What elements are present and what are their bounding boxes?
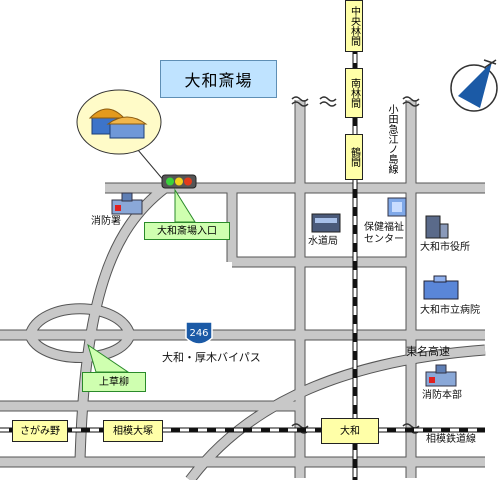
water-bureau-label: 水道局: [308, 236, 338, 247]
station-minamirinkan-label: 南林間: [348, 78, 360, 108]
route-246-badge: 246: [185, 321, 213, 345]
city-hall-icon: [425, 215, 449, 239]
bypass-label: 大和・厚木バイパス: [162, 351, 261, 364]
roads: [0, 100, 486, 480]
hospital-icon: [423, 275, 459, 300]
health-center-label-2: センター: [364, 234, 404, 245]
station-sagami-otsuka: 相模大塚: [103, 420, 163, 442]
hospital-label: 大和市立病院: [420, 305, 480, 316]
traffic-signal-icon: [161, 174, 197, 189]
fire-hq-label: 消防本部: [422, 390, 462, 401]
fire-hq-icon: [425, 364, 457, 387]
station-tsuruma-label: 鶴間: [348, 147, 360, 167]
route-number: 246: [189, 328, 208, 339]
city-hall-label: 大和市役所: [420, 242, 470, 253]
health-center-label-1: 保健福祉: [364, 222, 404, 233]
station-yamato: 大和: [321, 418, 379, 444]
crematorium-building-icon: [88, 108, 148, 139]
compass-north-icon: [450, 59, 498, 112]
health-center-icon: [387, 197, 407, 217]
fire-station-icon: [111, 192, 143, 215]
tomei-label: 東名高速: [406, 345, 450, 358]
sotetsu-line-label: 相模鉄道線: [426, 434, 476, 445]
station-minamirinkan: 南林間: [345, 68, 363, 118]
station-chuorinkan-label: 中央林間: [348, 6, 360, 46]
odakyu-line-label: 小田急江ノ島線: [386, 104, 397, 174]
fire-station-label: 消防署: [91, 216, 121, 227]
station-chuorinkan: 中央林間: [345, 0, 363, 52]
entrance-pointer: [174, 188, 196, 223]
map-title: 大和斎場: [160, 60, 277, 98]
kamisouyagi-label: 上草柳: [82, 372, 146, 392]
station-tsuruma: 鶴間: [345, 134, 363, 180]
water-bureau-icon: [311, 213, 341, 233]
entrance-label: 大和斎場入口: [144, 222, 230, 240]
station-sagamino: さがみ野: [12, 420, 68, 442]
